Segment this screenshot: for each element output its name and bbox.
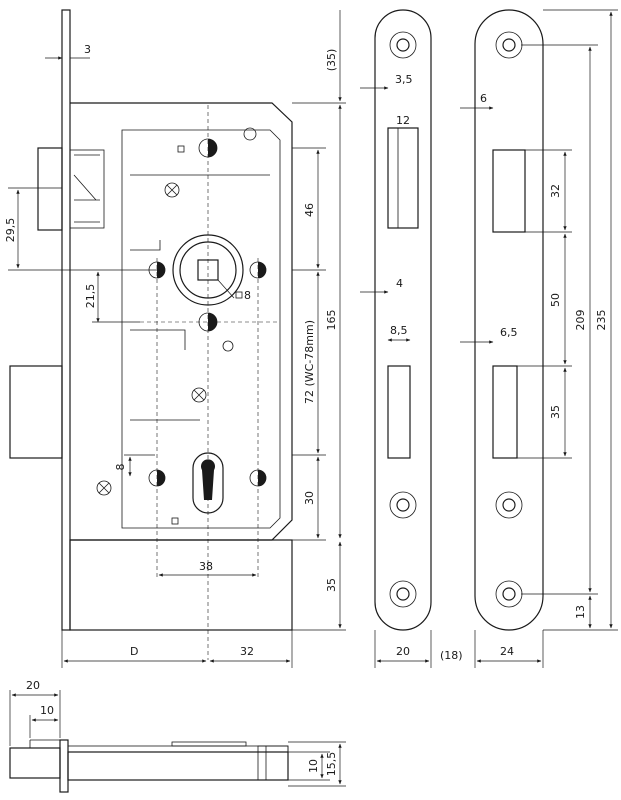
strike-bolt-opening [492, 365, 518, 459]
dim-front-35-top: (35) [325, 49, 338, 72]
dim-side-3-5: 3,5 [395, 73, 413, 86]
bottom-forend [59, 739, 69, 793]
dim-plate-6: 6 [480, 92, 487, 105]
bottom-dimensions: 20 10 10 15,5 [9, 679, 346, 787]
dim-front-3: 3 [84, 43, 91, 56]
narrow-latch-opening [387, 127, 419, 229]
latch-bolt [37, 147, 63, 231]
dim-side-20: 20 [396, 645, 410, 658]
dim-side-18: (18) [440, 649, 463, 662]
strike-plate-view [474, 9, 544, 631]
dim-front-21-5: 21,5 [84, 284, 97, 309]
screw-holes [148, 127, 267, 487]
dim-bottom-20: 20 [26, 679, 40, 692]
dim-plate-13: 13 [574, 605, 587, 619]
dim-plate-235: 235 [595, 310, 608, 331]
dim-front-35-bottom: 35 [325, 578, 338, 592]
narrow-forend-dimensions: 3,5 12 4 8,5 20 (18) [360, 73, 463, 668]
dim-front-8-square: 8 [244, 289, 251, 302]
front-view [9, 9, 293, 660]
bottom-view [9, 739, 289, 793]
forend-view-narrow [374, 9, 432, 631]
dead-bolt [9, 365, 63, 459]
dim-plate-6-5: 6,5 [500, 326, 518, 339]
case-base [69, 539, 293, 631]
dim-plate-24: 24 [500, 645, 514, 658]
dim-front-46: 46 [303, 203, 316, 217]
strike-plate [474, 9, 544, 631]
bottom-bolt [9, 747, 61, 779]
dim-front-D: D [130, 645, 138, 658]
bottom-case [67, 751, 289, 781]
keyhole [192, 452, 224, 514]
dim-plate-50: 50 [549, 293, 562, 307]
dim-plate-209: 209 [574, 310, 587, 331]
dim-side-12: 12 [396, 114, 410, 127]
narrow-forend-plate [374, 9, 432, 631]
dim-plate-35: 35 [549, 405, 562, 419]
front-dimensions: 3 29,5 21,5 46 72 (WC-78mm) 30 165 35 (3… [4, 10, 346, 668]
dim-bottom-10: 10 [40, 704, 54, 717]
dim-front-165: 165 [325, 310, 338, 331]
forend-plate [61, 9, 71, 631]
rivets [96, 182, 207, 496]
dim-side-8-5: 8,5 [390, 324, 408, 337]
strike-latch-opening [492, 149, 526, 233]
dim-front-38: 38 [199, 560, 213, 573]
dim-front-30: 30 [303, 491, 316, 505]
dim-front-8-left: 8 [114, 464, 127, 471]
narrow-bolt-opening [387, 365, 411, 459]
dim-bottom-10-right: 10 [307, 759, 320, 773]
dim-front-32-bottom: 32 [240, 645, 254, 658]
dim-bottom-15-5: 15,5 [325, 752, 338, 777]
dim-plate-32: 32 [549, 184, 562, 198]
strike-plate-dimensions: 6 32 50 35 6,5 209 235 13 24 [460, 9, 618, 668]
dim-front-72-wc: 72 (WC-78mm) [303, 320, 316, 404]
inner-contour [121, 129, 281, 529]
dim-front-29-5: 29,5 [4, 218, 17, 243]
dim-side-4: 4 [396, 277, 403, 290]
